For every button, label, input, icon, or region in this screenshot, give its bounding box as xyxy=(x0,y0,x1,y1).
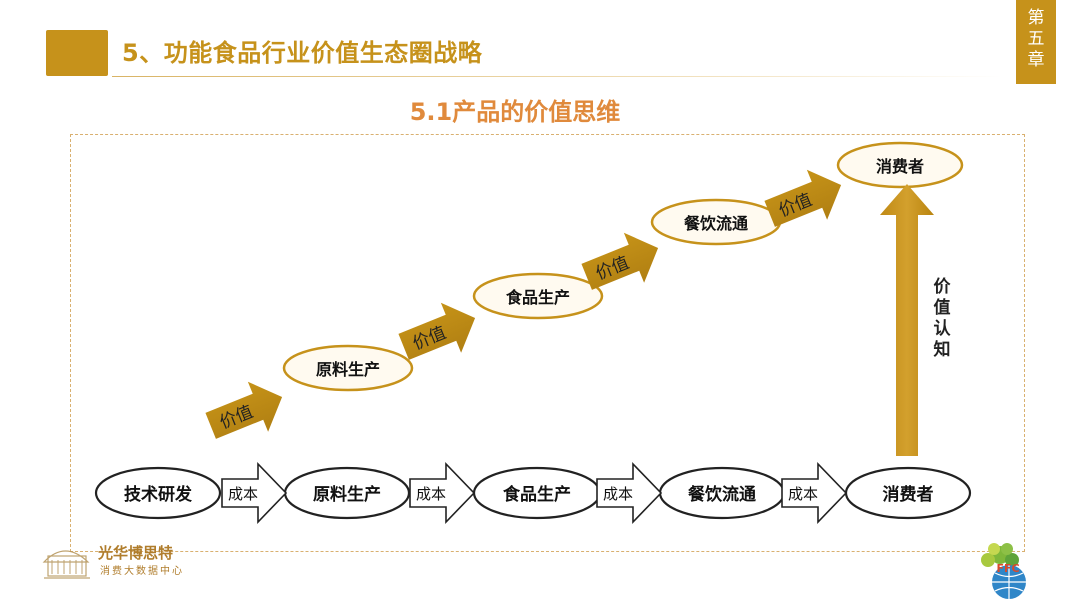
ladder-node-label: 餐饮流通 xyxy=(683,214,748,233)
chapter-tab-char: 章 xyxy=(1027,50,1045,70)
chain-node: 餐饮流通 xyxy=(658,466,786,520)
cost-label: 成本 xyxy=(603,485,633,503)
cost-label: 成本 xyxy=(228,485,258,503)
cost-arrow: 成本 xyxy=(409,462,476,524)
ladder-node: 餐饮流通 xyxy=(650,198,782,246)
value-arrow: 价值 xyxy=(205,381,283,439)
cost-arrow: 成本 xyxy=(596,462,663,524)
chain-node: 食品生产 xyxy=(472,466,602,520)
ladder-node-label: 食品生产 xyxy=(505,288,570,307)
company-logo-subtitle: 消费大数据中心 xyxy=(100,566,184,577)
section-subtitle: 5.1产品的价值思维 xyxy=(409,98,621,126)
ffc-logo: FFC xyxy=(981,543,1026,599)
diagram-frame xyxy=(70,134,1025,552)
cost-label: 成本 xyxy=(416,485,446,503)
value-perception-char: 价 xyxy=(934,277,952,297)
value-perception-char: 知 xyxy=(933,339,951,360)
value-perception-char: 认 xyxy=(934,318,952,339)
ffc-logo-text: FFC xyxy=(996,562,1019,575)
ladder-node-label: 原料生产 xyxy=(316,360,380,379)
header-accent-block xyxy=(46,30,108,76)
value-perception-char: 值 xyxy=(934,297,951,318)
ladder-node: 食品生产 xyxy=(472,272,604,320)
ladder-node: 消费者 xyxy=(836,141,964,189)
chain-node-label: 食品生产 xyxy=(503,484,571,505)
header-divider xyxy=(112,76,1002,77)
chapter-tab-char: 第 xyxy=(1027,8,1045,28)
value-perception-arrow xyxy=(880,184,934,456)
company-logo-name: 光华博思特 xyxy=(98,544,174,562)
cost-arrow: 成本 xyxy=(781,462,848,524)
page-title: 5、功能食品行业价值生态圈战略 xyxy=(122,39,483,67)
chain-node: 消费者 xyxy=(844,466,972,520)
chapter-tab-char: 五 xyxy=(1027,29,1045,49)
chain-node-label: 餐饮流通 xyxy=(688,484,756,505)
chain-node: 原料生产 xyxy=(283,466,411,520)
company-logo-emblem xyxy=(42,550,90,579)
chain-node-label: 技术研发 xyxy=(124,484,193,505)
ladder-node: 原料生产 xyxy=(282,344,414,392)
chain-node-label: 消费者 xyxy=(883,484,934,505)
chain-node-label: 原料生产 xyxy=(313,484,381,505)
chapter-tab: 第 五 章 xyxy=(1016,0,1056,84)
chain-node: 技术研发 xyxy=(94,466,222,520)
cost-label: 成本 xyxy=(788,485,818,503)
cost-arrow: 成本 xyxy=(221,462,288,524)
ladder-node-label: 消费者 xyxy=(876,157,924,176)
